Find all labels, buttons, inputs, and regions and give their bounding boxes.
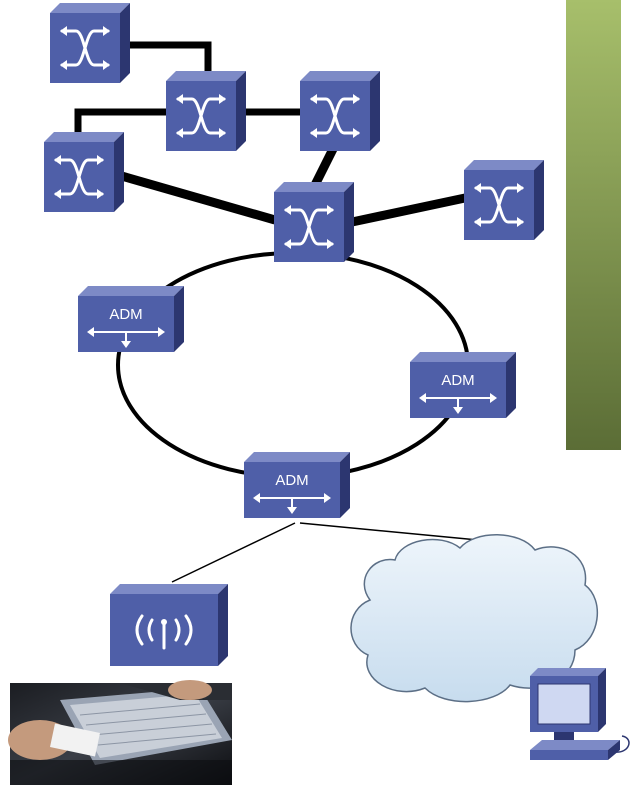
adm-label: ADM	[441, 372, 474, 389]
laptop-photo	[8, 680, 232, 785]
link-adm-base-station	[171, 522, 296, 583]
cross-connect-4[interactable]	[42, 130, 126, 214]
optical-cross-connect-icon	[462, 158, 546, 242]
adm-right[interactable]: ADM	[409, 351, 517, 419]
link-sw5-sw6	[351, 193, 466, 227]
desktop-computer-icon	[530, 668, 630, 760]
link-sw4-sw5	[116, 170, 277, 225]
wireless-base-station[interactable]	[110, 584, 228, 666]
optical-cross-connect-icon	[164, 69, 248, 153]
link-adm-cloud	[299, 522, 479, 541]
cross-connect-1[interactable]	[48, 1, 132, 85]
optical-cross-connect-icon	[272, 180, 356, 264]
cross-connect-6[interactable]	[462, 158, 546, 242]
side-accent-bar	[566, 0, 621, 450]
optical-cross-connect-icon	[298, 69, 382, 153]
cross-connect-5[interactable]	[272, 180, 356, 264]
optical-cross-connect-icon	[48, 1, 132, 85]
optical-cross-connect-icon	[42, 130, 126, 214]
link-sw2-sw4	[74, 108, 166, 135]
adm-label: ADM	[275, 472, 308, 489]
desktop-computer[interactable]	[530, 668, 630, 760]
cross-connect-2[interactable]	[164, 69, 248, 153]
cross-connect-3[interactable]	[298, 69, 382, 153]
adm-label: ADM	[109, 306, 142, 323]
link-sw1-sw2	[124, 41, 212, 75]
adm-left[interactable]: ADM	[77, 285, 185, 353]
link-sw3-sw5	[310, 142, 340, 188]
adm-bottom[interactable]: ADM	[243, 451, 351, 519]
wireless-base-station-icon	[135, 614, 193, 650]
